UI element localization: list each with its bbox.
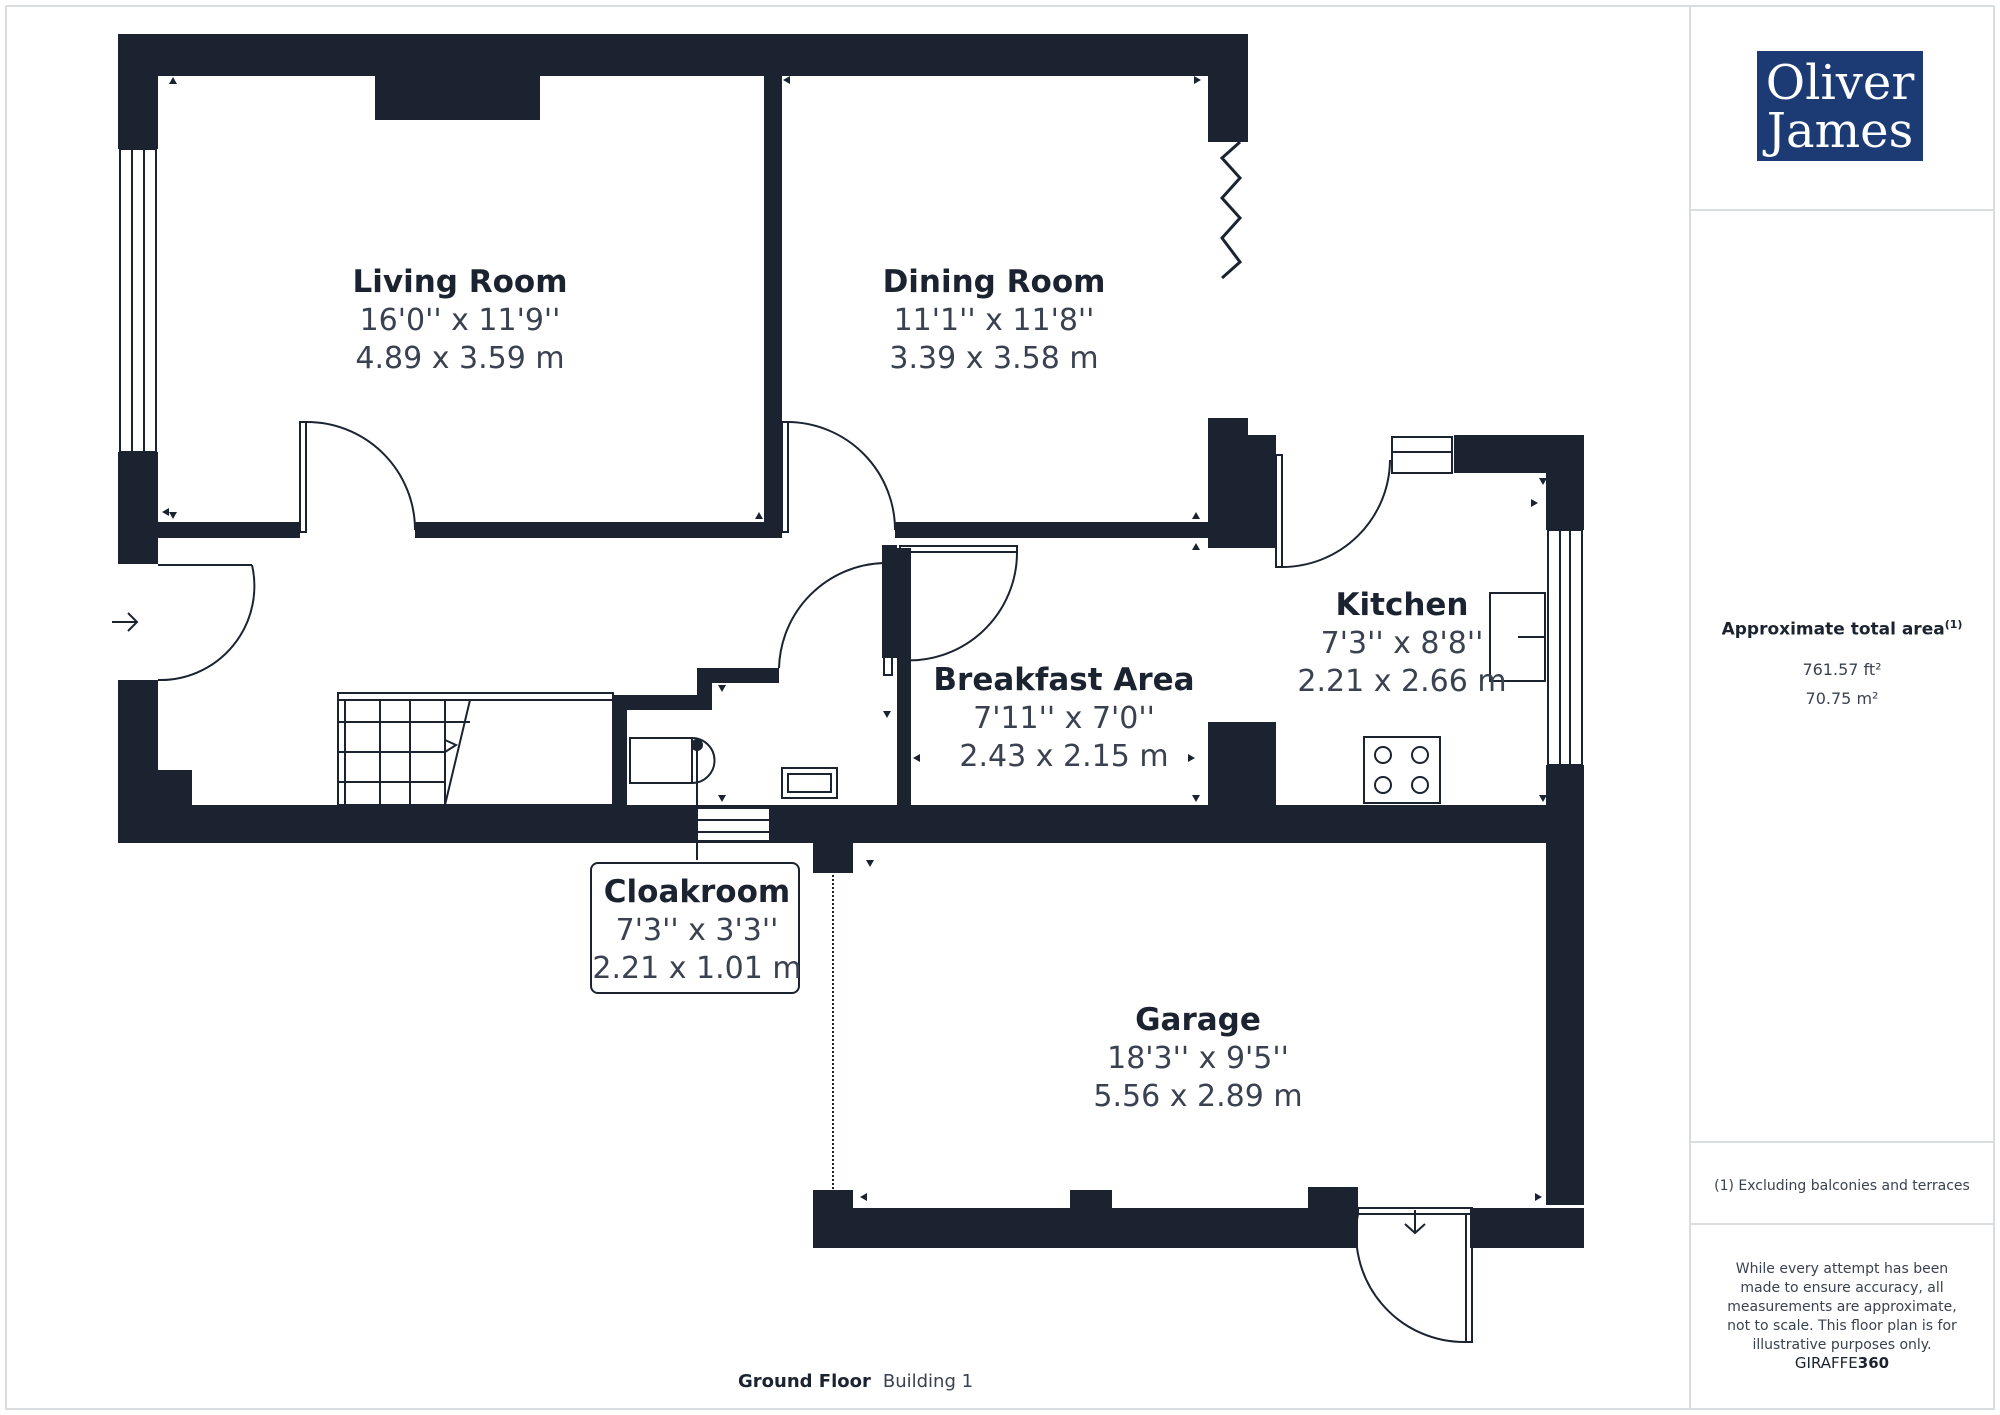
- floor-caption: Ground Floor Building 1: [738, 1371, 973, 1392]
- cloakroom-label: Cloakroom 7'3'' x 3'3'' 2.21 x 1.01 m: [592, 872, 801, 988]
- room-name: Dining Room: [882, 264, 1106, 300]
- disclaimer-text: While every attempt has been made to ens…: [1727, 1261, 1957, 1353]
- garage-label: Garage 18'3'' x 9'5'' 5.56 x 2.89 m: [1093, 1000, 1302, 1116]
- kitchen-label: Kitchen 7'3'' x 8'8'' 2.21 x 2.66 m: [1297, 585, 1506, 701]
- windows: [119, 148, 1583, 842]
- logo-line-1: Oliver: [1765, 55, 1915, 111]
- building-name: Building 1: [882, 1371, 974, 1392]
- room-dimensions-metric: 2.43 x 2.15 m: [959, 739, 1169, 774]
- room-name: Cloakroom: [603, 874, 791, 910]
- total-area-title: Approximate total area(1): [1690, 618, 1994, 640]
- breakfast-area-label: Breakfast Area 7'11'' x 7'0'' 2.43 x 2.1…: [933, 660, 1194, 776]
- room-dimensions-imperial: 16'0'' x 11'9'': [359, 303, 561, 338]
- stairs: [337, 692, 614, 806]
- fixtures: [629, 592, 1546, 1190]
- company-logo: Oliver James: [1757, 51, 1923, 161]
- software-suffix: 360: [1857, 1354, 1890, 1372]
- entry-arrows: [112, 612, 1426, 1235]
- room-dimensions-metric: 2.21 x 2.66 m: [1297, 664, 1507, 699]
- info-sidebar: Oliver James Approximate total area(1) 7…: [1690, 6, 1994, 1409]
- dimension-ticks: [162, 76, 1547, 1201]
- total-area-sq-m: 70.75 m²: [1805, 689, 1879, 708]
- room-name: Kitchen: [1335, 587, 1469, 623]
- room-dimensions-imperial: 11'1'' x 11'8'': [893, 303, 1095, 338]
- software-brand: GIRAFFE360: [1690, 1354, 1994, 1372]
- floor-name: Ground Floor: [738, 1371, 871, 1392]
- room-dimensions-imperial: 7'3'' x 3'3'': [615, 913, 779, 948]
- logo-line-2: James: [1766, 103, 1914, 159]
- room-dimensions-metric: 3.39 x 3.58 m: [889, 341, 1099, 376]
- footnote-marker: (1): [1944, 618, 1963, 631]
- area-footnote: (1) Excluding balconies and terraces: [1714, 1178, 1970, 1194]
- dining-room-label: Dining Room 11'1'' x 11'8'' 3.39 x 3.58 …: [883, 262, 1106, 378]
- software-name: GIRAFFE: [1794, 1354, 1858, 1372]
- room-dimensions-metric: 2.21 x 1.01 m: [592, 951, 802, 986]
- total-area-sq-ft: 761.57 ft²: [1802, 660, 1882, 679]
- total-area-title-text: Approximate total area: [1721, 619, 1945, 640]
- room-dimensions-metric: 4.89 x 3.59 m: [355, 341, 565, 376]
- doors: [157, 140, 1473, 1344]
- living-room-label: Living Room 16'0'' x 11'9'' 4.89 x 3.59 …: [352, 262, 567, 378]
- room-dimensions-imperial: 7'11'' x 7'0'': [973, 701, 1155, 736]
- room-name: Garage: [1135, 1002, 1261, 1038]
- cloakroom-callout: Cloakroom 7'3'' x 3'3'' 2.21 x 1.01 m: [590, 862, 802, 994]
- room-dimensions-imperial: 18'3'' x 9'5'': [1107, 1041, 1289, 1076]
- room-name: Living Room: [352, 264, 568, 300]
- room-name: Breakfast Area: [933, 662, 1195, 698]
- walls: [118, 34, 1584, 1248]
- room-dimensions-imperial: 7'3'' x 8'8'': [1320, 626, 1484, 661]
- room-dimensions-metric: 5.56 x 2.89 m: [1093, 1079, 1303, 1114]
